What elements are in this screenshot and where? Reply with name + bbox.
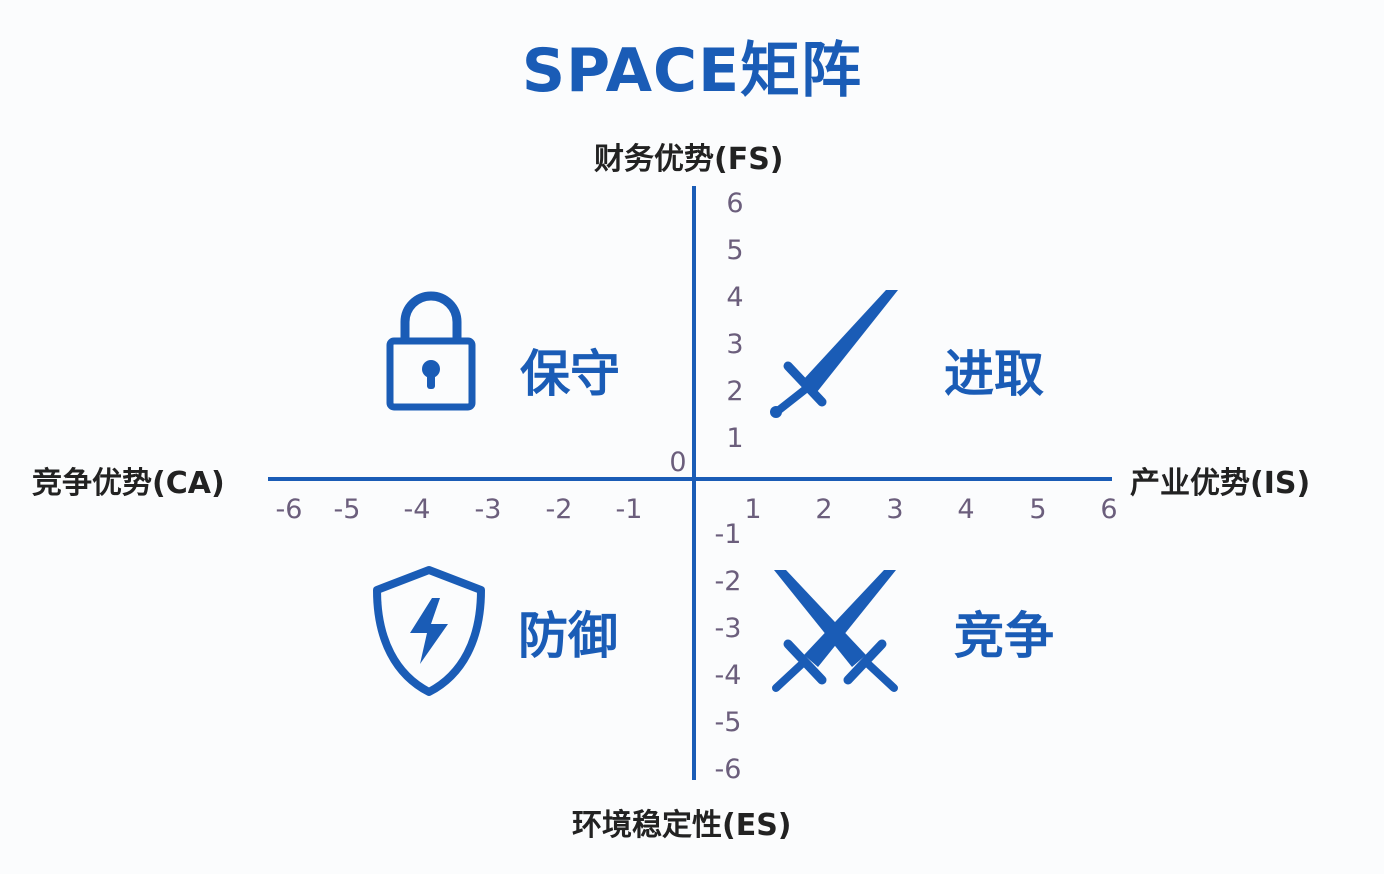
y-tick: -1 [714,519,742,550]
y-tick: 1 [726,423,744,454]
y-tick: -5 [714,707,742,738]
y-tick: 2 [726,376,744,407]
x-tick: 6 [1100,494,1118,525]
axis-label-bottom: 环境稳定性(ES) [572,808,792,843]
y-tick: -4 [714,660,742,691]
x-tick: -2 [545,494,573,525]
x-tick: 1 [744,494,762,525]
quadrant-label-aggressive: 进取 [944,345,1044,403]
origin-label: 0 [669,447,687,478]
x-tick: -6 [275,494,303,525]
axis-label-right: 产业优势(IS) [1130,466,1311,501]
x-tick: -3 [474,494,502,525]
y-tick: -6 [714,754,742,785]
x-tick: -5 [333,494,361,525]
x-tick: 3 [886,494,904,525]
quadrant-label-conservative: 保守 [520,345,620,403]
diagram-title: SPACE矩阵 [521,36,863,106]
axis-label-top: 财务优势(FS) [594,142,784,177]
x-tick: 4 [957,494,975,525]
y-tick: 6 [726,188,744,219]
y-tick: 5 [726,235,744,266]
y-tick: 4 [726,282,744,313]
y-tick: -2 [714,566,742,597]
x-tick: -4 [403,494,431,525]
x-tick: 5 [1029,494,1047,525]
quadrant-label-competitive: 竞争 [954,607,1054,665]
x-tick: 2 [815,494,833,525]
quadrant-label-defensive: 防御 [518,607,618,665]
y-tick: 3 [726,329,744,360]
y-tick: -3 [714,613,742,644]
axis-label-left: 竞争优势(CA) [32,466,225,501]
x-tick: -1 [615,494,643,525]
